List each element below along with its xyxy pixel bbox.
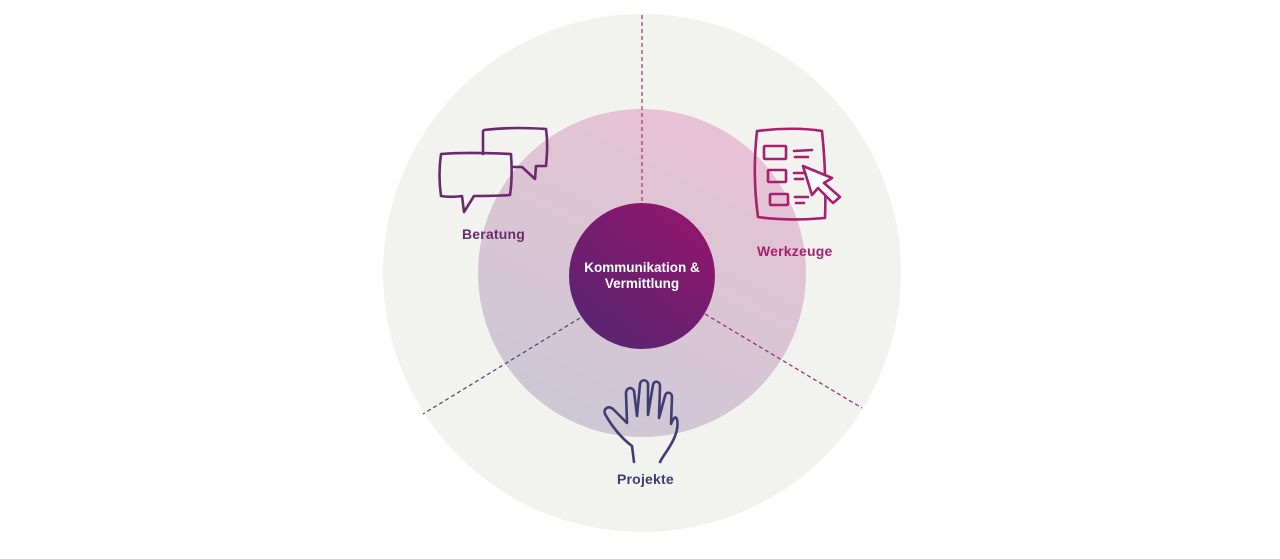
segment-label-werkzeuge: Werkzeuge (757, 243, 833, 259)
checklist-cursor-icon (753, 127, 842, 221)
segment-label-beratung: Beratung (462, 226, 526, 242)
center-circle (569, 203, 715, 349)
speech-bubbles-icon (438, 126, 549, 214)
divider-left (422, 317, 581, 415)
divider-right (704, 313, 863, 409)
segment-label-projekte: Projekte (617, 471, 674, 487)
center-label: Kommunikation & Vermittlung (569, 260, 715, 292)
center-label-line-2: Vermittlung (604, 276, 680, 291)
raised-hand-icon (603, 378, 679, 464)
center-label-line-1: Kommunikation & (584, 260, 700, 275)
